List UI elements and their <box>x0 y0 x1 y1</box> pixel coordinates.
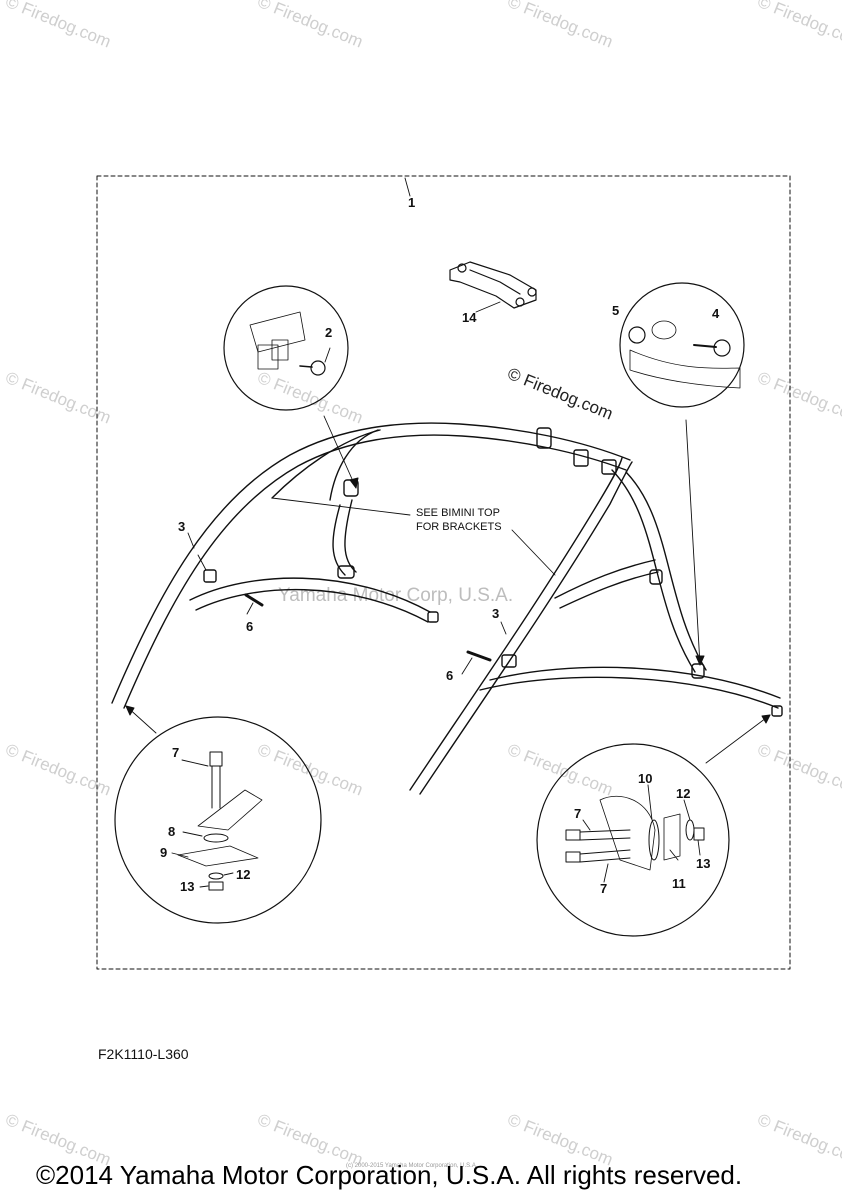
callout-3: 3 <box>492 606 499 621</box>
bimini-note: SEE BIMINI TOP FOR BRACKETS <box>416 507 502 533</box>
callout-7: 7 <box>172 745 179 760</box>
arrowhead <box>761 714 771 724</box>
callout-12: 12 <box>676 786 690 801</box>
callout-6: 6 <box>246 619 253 634</box>
detail-circle-knobs-4-5 <box>619 282 745 408</box>
tower-frame <box>111 422 783 795</box>
arrowhead <box>695 655 705 666</box>
callout-2: 2 <box>325 325 332 340</box>
callout-11: 11 <box>672 876 686 891</box>
callout-12: 12 <box>236 867 250 882</box>
callout-8: 8 <box>168 824 175 839</box>
callout-7: 7 <box>574 806 581 821</box>
callout-4: 4 <box>712 306 720 321</box>
callout-9: 9 <box>160 845 167 860</box>
detail-circle-knob-2 <box>223 285 349 411</box>
callout-13: 13 <box>696 856 710 871</box>
callout-1: 1 <box>408 195 415 210</box>
note-line-2: FOR BRACKETS <box>416 521 502 533</box>
detail-circle-bolts-right <box>536 743 730 937</box>
kit-boundary <box>96 175 791 970</box>
arrowhead <box>125 705 135 716</box>
bracket-part-14 <box>449 261 537 309</box>
callout-6: 6 <box>446 668 453 683</box>
callout-10: 10 <box>638 771 652 786</box>
tiny-copyright: (c) 2000-2015 Yamaha Motor Corporation, … <box>346 1163 478 1169</box>
callout-5: 5 <box>612 303 619 318</box>
copyright-footer: ©2014 Yamaha Motor Corporation, U.S.A. A… <box>36 1160 743 1190</box>
figure-code: F2K1110-L360 <box>98 1046 189 1062</box>
callout-14: 14 <box>462 310 477 325</box>
arrowhead <box>349 477 359 489</box>
callout-numbers: 1 2 3 3 4 5 6 6 7 7 7 8 9 10 11 12 12 13… <box>160 195 720 896</box>
note-line-1: SEE BIMINI TOP <box>416 507 500 519</box>
callout-7: 7 <box>600 881 607 896</box>
detail-circle-bolts-left <box>114 716 322 924</box>
callout-3: 3 <box>178 519 185 534</box>
callout-13: 13 <box>180 879 194 894</box>
